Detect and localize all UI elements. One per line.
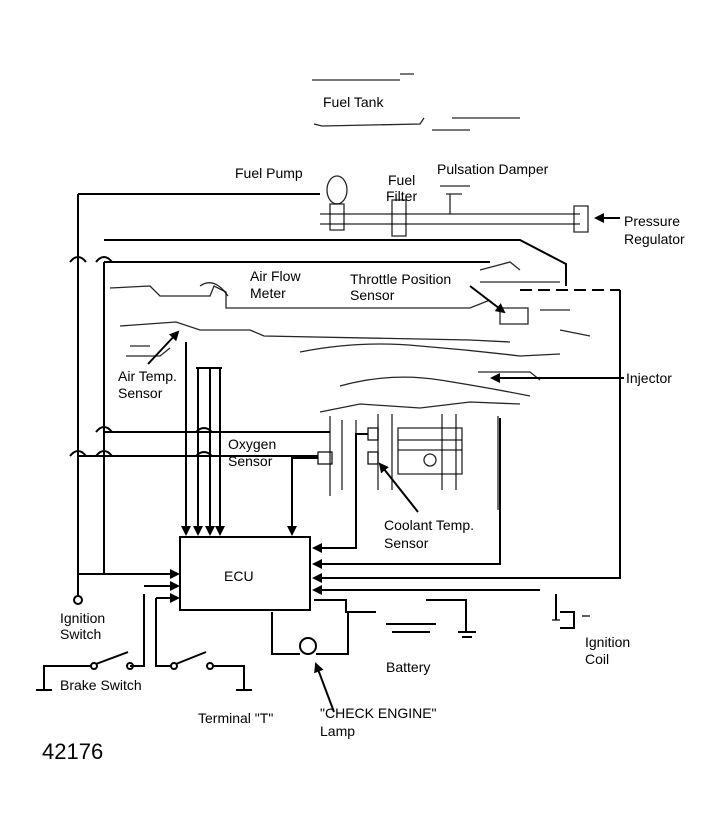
wiring [36,193,621,691]
label-terminal-t: Terminal "T" [198,710,273,726]
label-oxygen-1: Oxygen [228,436,276,452]
fuel-tank [312,73,520,131]
label-air-temp-1: Air Temp. [118,368,177,384]
fuel-line [320,175,589,237]
label-ignition-coil-2: Coil [585,651,609,667]
label-coolant-1: Coolant Temp. [384,517,474,533]
label-coolant-2: Sensor [384,535,429,551]
label-pressure-regulator-1: Pressure [624,213,680,229]
label-injector: Injector [626,370,672,386]
label-ignition-coil-1: Ignition [585,634,630,650]
label-fuel-filter-1: Fuel [388,172,415,188]
intake-manifold [109,261,591,413]
label-fuel-pump: Fuel Pump [235,165,303,181]
label-brake-switch: Brake Switch [60,677,142,693]
label-pulsation-damper: Pulsation Damper [437,161,549,177]
label-throttle-position-2: Sensor [350,287,395,303]
label-check-engine-2: Lamp [320,723,355,739]
label-pressure-regulator-2: Regulator [624,231,685,247]
label-ignition-switch-2: Switch [60,626,101,642]
label-ecu: ECU [224,568,254,584]
label-air-temp-2: Sensor [118,385,163,401]
label-arrows [147,285,624,713]
engine-cylinder [317,414,499,510]
ecu-box [179,536,311,611]
label-throttle-position-1: Throttle Position [350,271,451,287]
label-fuel-filter-2: Filter [386,188,417,204]
label-fuel-tank: Fuel Tank [323,94,384,110]
label-air-flow-meter-2: Meter [250,285,286,301]
figure-number: 42176 [42,739,103,764]
coolant-sensor-body [367,427,379,441]
label-ignition-switch-1: Ignition [60,610,105,626]
label-air-flow-meter-1: Air Flow [250,268,301,284]
label-check-engine-1: "CHECK ENGINE" [320,705,437,721]
label-battery: Battery [386,659,430,675]
label-oxygen-2: Sensor [228,453,273,469]
